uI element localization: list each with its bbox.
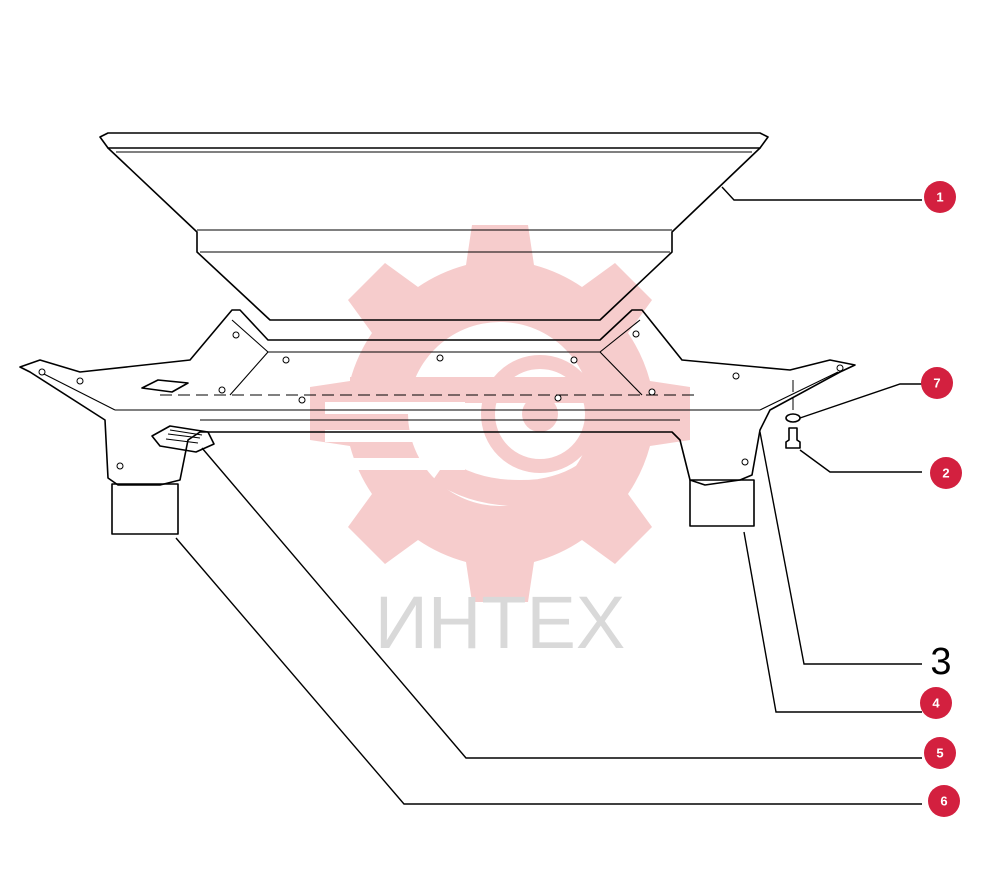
mount-hole <box>38 368 46 376</box>
watermark: ИНТЕХ <box>310 225 690 664</box>
callout-5[interactable]: 5 <box>924 737 956 769</box>
callout-1[interactable]: 1 <box>924 181 956 213</box>
mount-hole <box>554 394 562 402</box>
callout-label: 5 <box>936 746 943 761</box>
watermark-text: ИНТЕХ <box>375 581 626 664</box>
callout-label: 1 <box>936 190 943 205</box>
part-hopper <box>99 132 769 321</box>
mount-hole <box>436 354 444 362</box>
frame-left-arm <box>39 371 116 411</box>
grate-slots <box>165 429 203 444</box>
callout-label: 2 <box>942 466 949 481</box>
leader-6 <box>175 537 922 805</box>
hopper-body <box>107 147 761 321</box>
leader-lines <box>175 186 922 805</box>
callout-label: 4 <box>932 696 940 711</box>
callout-badge <box>930 457 962 489</box>
frame-right-arm <box>759 371 839 411</box>
callout-label: 6 <box>940 794 947 809</box>
watermark-gear-icon <box>310 225 690 602</box>
callout-label: 7 <box>933 376 940 391</box>
callout-badge <box>928 785 960 817</box>
part-fasteners <box>785 380 801 449</box>
callout-badge <box>924 737 956 769</box>
right-leg-sleeve <box>689 479 755 527</box>
callout-4[interactable]: 4 <box>920 687 952 719</box>
mount-hole <box>282 356 290 364</box>
mount-hole <box>570 356 578 364</box>
leader-4 <box>743 531 922 713</box>
gear-inner-ring <box>481 355 599 473</box>
gear-stripe-2 <box>325 430 465 442</box>
left-leg-sleeve <box>111 483 179 535</box>
gear-swoosh <box>350 377 632 507</box>
part-left-leg <box>111 483 179 535</box>
callout-2[interactable]: 2 <box>930 457 962 489</box>
part-grate <box>151 425 215 453</box>
callout-label: 3 <box>930 641 951 683</box>
leader-5 <box>201 447 922 759</box>
mount-hole <box>232 331 240 339</box>
mount-hole <box>76 377 84 385</box>
callout-badge <box>921 367 953 399</box>
leader-1 <box>721 186 922 201</box>
hopper-rim <box>99 132 769 149</box>
mount-hole <box>732 372 740 380</box>
frame-edge-right-low <box>599 351 643 396</box>
leader-7 <box>799 383 922 419</box>
callout-3[interactable]: 3 <box>930 641 951 683</box>
mount-hole <box>836 364 844 372</box>
leader-2 <box>799 449 922 473</box>
mount-hole <box>632 330 640 338</box>
mount-hole <box>648 388 656 396</box>
frame-edge-left-diag <box>231 319 269 353</box>
callout-badge <box>924 181 956 213</box>
leader-3 <box>759 431 922 665</box>
frame-top-window <box>141 379 189 393</box>
grate-plate <box>151 425 215 453</box>
frame-edge-right-diag <box>599 319 641 353</box>
callout-6[interactable]: 6 <box>928 785 960 817</box>
gear-stripe-3 <box>335 458 465 470</box>
mount-hole <box>741 458 749 466</box>
callout-7[interactable]: 7 <box>921 367 953 399</box>
gear-dot <box>522 396 558 432</box>
mount-hole <box>298 396 306 404</box>
bolt-2 <box>785 427 801 449</box>
callout-badge <box>920 687 952 719</box>
washer-7 <box>785 413 801 423</box>
frame-edge-left-low <box>229 351 269 396</box>
part-right-leg <box>689 479 755 527</box>
mount-hole <box>218 386 226 394</box>
gear-stripe-1 <box>325 402 465 414</box>
mount-hole <box>116 462 124 470</box>
